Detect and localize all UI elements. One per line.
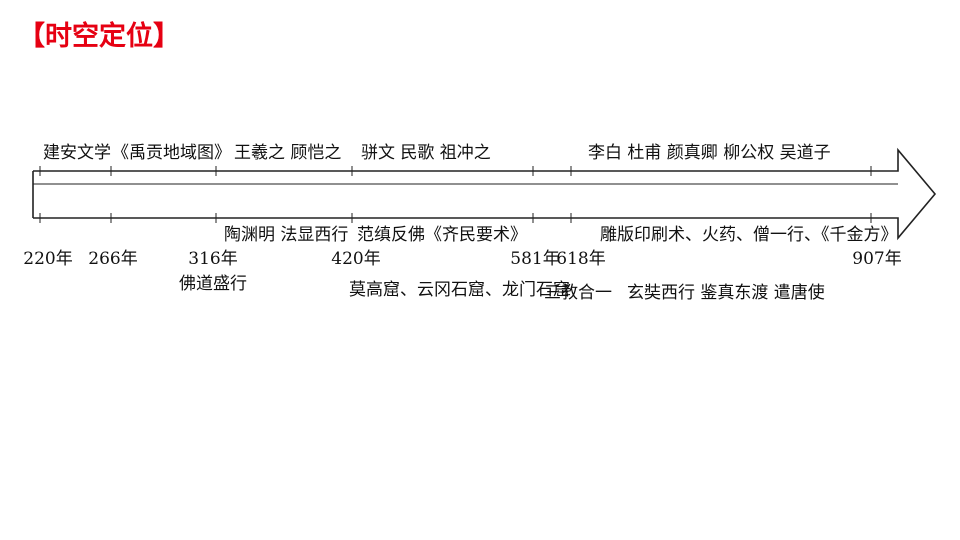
label-tao-yuanming-faxian: 陶渊明 法显西行 [224,225,349,245]
label-buddhism-taoism-flourish: 佛道盛行 [179,274,247,294]
label-yugong-map: 《禹贡地域图》 [112,143,231,163]
label-fan-zhen-qimin-yaoshu: 范缜反佛《齐民要术》 [357,225,527,245]
year-420: 420年 [331,249,381,269]
label-wang-xizhi-gu-kaizhi: 王羲之 顾恺之 [234,143,342,163]
year-220: 220年 [23,249,73,269]
year-266: 266年 [88,249,138,269]
label-printing-gunpowder-yixing-qianjinfang: 雕版印刷术、火药、僧一行、《千金方》 [600,225,898,245]
section-title: 【时空定位】 [18,21,180,52]
label-jian-an-literature: 建安文学 [43,143,111,163]
label-grottoes: 莫高窟、云冈石窟、龙门石窟 [349,280,570,300]
label-tang-figures: 李白 杜甫 颜真卿 柳公权 吴道子 [588,143,831,163]
year-907: 907年 [852,249,902,269]
label-three-teachings-unite: 三教合一 [544,283,612,303]
label-xuanzang-jianzhen-envoys: 玄奘西行 鉴真东渡 遣唐使 [627,283,825,303]
year-581: 581年 [510,249,560,269]
timeline-arrow [33,147,937,241]
label-pianwen-folk-songs-zu-chongzhi: 骈文 民歌 祖冲之 [361,143,491,163]
year-316: 316年 [188,249,238,269]
year-618: 618年 [556,249,606,269]
